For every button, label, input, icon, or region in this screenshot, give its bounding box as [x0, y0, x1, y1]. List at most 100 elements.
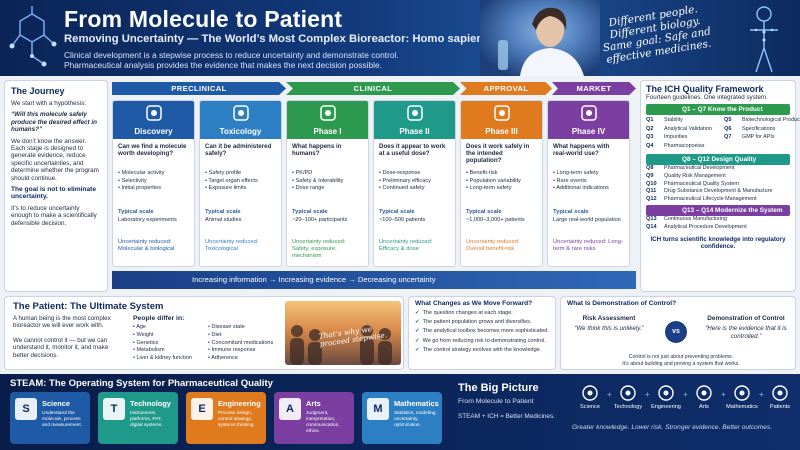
patient-heading: The Patient: The Ultimate System — [13, 301, 164, 312]
stage-name: Phase II — [399, 127, 430, 136]
stage-scale: ~100–500 patients — [379, 217, 426, 223]
steam-heading: STEAM: The Operating System for Pharmace… — [10, 378, 273, 389]
person-icon — [319, 104, 337, 122]
stage-scale-label: Typical scale — [118, 209, 154, 215]
crowd-silhouettes — [290, 325, 392, 365]
stage-header: Phase I — [287, 101, 368, 139]
big-picture-title: The Big Picture — [458, 382, 539, 394]
patient-text-2: We cannot control it — but we can unders… — [13, 337, 109, 359]
ich-code — [724, 143, 740, 151]
demonstration-heading: What Is Demonstration of Control? — [567, 300, 677, 307]
technology-item: Technology — [610, 384, 646, 410]
stage-items: Long-term safetyRare eventsAdditional in… — [548, 169, 629, 207]
steam-name: Arts — [306, 399, 321, 408]
stage-item: Dose range — [292, 185, 363, 193]
ich-name: Biotechnological Products — [742, 117, 800, 123]
ich-panel: The ICH Quality Framework Fourteen guide… — [640, 80, 800, 292]
stage-scale: Animal studies — [205, 217, 242, 223]
demonstration-of-control: Demonstration of Control “Here is the ev… — [701, 315, 791, 340]
ich-name: Continuous Manufacturing — [664, 216, 727, 223]
arts-item: Arts — [686, 384, 722, 410]
stage-reduced: Uncertainty reduced: Efficacy & dose — [379, 239, 433, 252]
journey-explanation: We don’t know the answer. Each stage is … — [11, 137, 99, 182]
change-item: ✔The question changes at each stage. — [415, 309, 549, 318]
crowd-photo: That’s why we proceed stepwise. — [285, 301, 401, 365]
stage-scale-label: Typical scale — [379, 209, 415, 215]
flow-bar: Increasing information → Increasing evid… — [112, 271, 636, 289]
steam-letter: M — [367, 398, 389, 420]
steam-letter: A — [279, 398, 301, 420]
differ-item: Metabolism — [133, 347, 208, 355]
ich-code: Q2 — [646, 125, 654, 132]
pill-icon — [580, 104, 598, 122]
change-item: ✔The patient population grows and divers… — [415, 318, 549, 327]
stage-items: Safety profileTarget organ effectsExposu… — [200, 169, 281, 207]
phase-market: MARKET — [552, 82, 636, 95]
human-figure-icon — [750, 6, 778, 73]
differ-list: AgeDisease stateWeightDietGeneticsConcom… — [133, 324, 283, 363]
phase-approval: APPROVAL — [460, 82, 552, 95]
stage-reduced: Uncertainty reduced: Overall benefit-ris… — [466, 239, 520, 252]
stage-scale: Laboratory experiments — [118, 217, 177, 223]
stage-items: Dose-responsePreliminary efficacyContinu… — [374, 169, 455, 207]
big-picture-item-label: Technology — [613, 404, 643, 410]
change-text: The patient population grows and diversi… — [422, 319, 532, 326]
change-text: The control strategy evolves with the kn… — [422, 346, 542, 353]
ich-code: Q7 — [724, 134, 732, 141]
stage-question: Can it be administered safely? — [205, 143, 272, 158]
plus-icon: + — [683, 390, 688, 399]
ich-code: Q8 — [646, 165, 654, 172]
risk-assessment-quote: “We think this is unlikely.” — [574, 325, 644, 332]
ich-heading: The ICH Quality Framework — [646, 84, 764, 94]
stage-question: Can we find a molecule worth developing? — [118, 143, 187, 158]
stage-item: Long-term safety — [553, 170, 624, 178]
differ-item: Genetics — [133, 340, 208, 348]
stage-question: What happens in humans? — [292, 143, 342, 158]
stage-reduced: Uncertainty reduced: Toxicological — [205, 239, 259, 252]
stage-header: Phase II — [374, 101, 455, 139]
check-icon: ✔ — [415, 346, 420, 353]
differ-item: Disease state — [208, 324, 283, 332]
ich-name: Stability — [664, 117, 683, 123]
steam-letter: E — [191, 398, 213, 420]
stage-item: Population variability — [466, 178, 537, 186]
ich-code: Q1 — [646, 117, 654, 123]
demonstration-footer: Control is not just about preventing pro… — [601, 354, 761, 367]
stage-scale: Large real-world population — [553, 217, 621, 223]
steam-name: Science — [42, 399, 70, 408]
plus-icon: + — [759, 390, 764, 399]
ich-subheading: Fourteen guidelines. One integrated syst… — [646, 94, 768, 101]
stage-items: Benefit-riskPopulation variabilityLong-t… — [461, 169, 542, 207]
demonstration-panel: What Is Demonstration of Control? Risk A… — [560, 296, 796, 370]
technology-icon — [619, 384, 637, 402]
stage-header: Phase III — [461, 101, 542, 139]
versus-badge: vs — [665, 321, 687, 343]
ich-name: Pharmacopoeias — [664, 142, 705, 149]
check-icon: ✔ — [415, 328, 420, 335]
arts-icon — [695, 384, 713, 402]
phase-clinical: CLINICAL — [286, 82, 460, 95]
ich-band-design: Q8 – Q12 Design Quality — [646, 154, 790, 166]
big-picture-item-label: Engineering — [651, 404, 681, 410]
stage-item: Continued safety — [379, 185, 450, 193]
stage-header: Phase IV — [548, 101, 629, 139]
demonstration-footer-1: Control is not just about preventing pro… — [628, 354, 734, 360]
differ-item: Immune response — [208, 347, 283, 355]
steam-name: Technology — [130, 399, 171, 408]
steam-name: Mathematics — [394, 399, 439, 408]
risk-assessment-label: Risk Assessment — [582, 315, 636, 322]
people-icon — [406, 104, 424, 122]
science-item: Science — [572, 384, 608, 410]
science-icon — [581, 384, 599, 402]
big-picture-item-label: Patients — [769, 404, 791, 410]
differ-item: Age — [133, 324, 208, 332]
mathematics-item: Mathematics — [724, 384, 760, 410]
